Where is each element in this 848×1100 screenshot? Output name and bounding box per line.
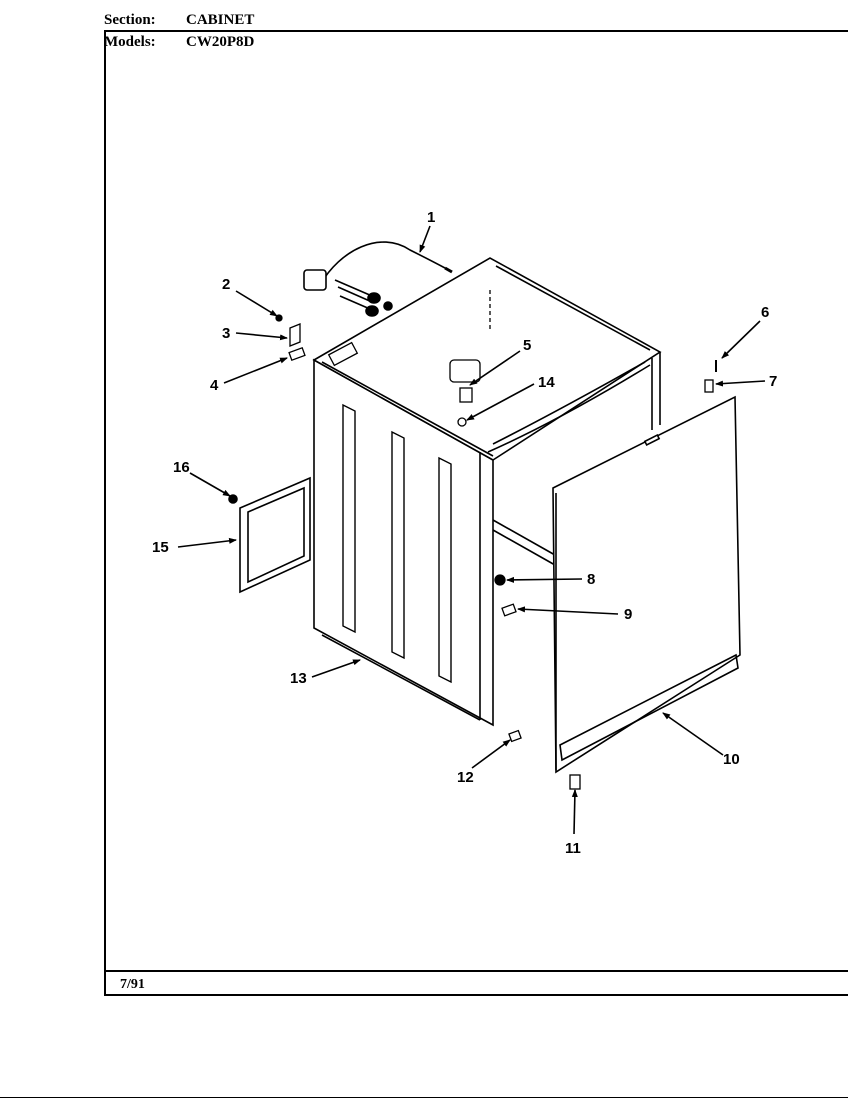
callout-leaders xyxy=(177,225,766,835)
diagram-frame xyxy=(104,30,848,996)
leader-1 xyxy=(419,225,431,253)
callout-8: 8 xyxy=(587,571,595,588)
footer-divider xyxy=(104,970,848,972)
callout-5: 5 xyxy=(523,337,531,354)
top-access-opening xyxy=(327,290,491,383)
power-cord xyxy=(303,241,453,291)
side-panel xyxy=(552,395,741,774)
leader-4 xyxy=(223,357,288,384)
callout-14: 14 xyxy=(538,374,555,391)
leader-13 xyxy=(311,659,361,678)
page-bottom-rule xyxy=(0,1097,848,1098)
leader-10 xyxy=(662,712,724,756)
callout-16: 16 xyxy=(173,459,190,476)
leader-12 xyxy=(471,739,511,769)
leader-7 xyxy=(715,380,766,387)
leader-9 xyxy=(517,606,619,615)
callout-9: 9 xyxy=(624,606,632,623)
callout-11: 11 xyxy=(565,840,581,857)
leader-2 xyxy=(235,290,278,317)
leader-14 xyxy=(466,383,535,421)
leader-6 xyxy=(721,320,761,359)
callout-7: 7 xyxy=(769,373,777,390)
callout-4: 4 xyxy=(210,377,219,394)
models-label: Models: xyxy=(104,34,156,50)
leader-5 xyxy=(469,350,521,386)
leader-11 xyxy=(571,789,578,835)
callout-15: 15 xyxy=(152,539,169,556)
callout-2: 2 xyxy=(222,276,230,293)
small-fasteners xyxy=(494,360,717,790)
callout-6: 6 xyxy=(761,304,769,321)
callout-1: 1 xyxy=(427,209,435,226)
bracket-hardware xyxy=(275,314,306,361)
section-value: CABINET xyxy=(186,12,255,28)
front-panel-slots xyxy=(342,403,452,684)
leader-16 xyxy=(189,472,231,497)
leader-15 xyxy=(177,537,237,548)
leader-3 xyxy=(235,332,288,341)
callout-labels: 1 2 3 4 5 6 7 8 9 10 11 12 13 14 15 16 xyxy=(152,209,777,857)
access-panel xyxy=(228,476,311,594)
callout-12: 12 xyxy=(457,769,474,786)
callout-10: 10 xyxy=(723,751,740,768)
section-label: Section: xyxy=(104,12,156,28)
cabinet-clips xyxy=(457,387,473,427)
callout-3: 3 xyxy=(222,325,230,342)
inlet-fittings xyxy=(334,279,393,317)
revision-date: 7/91 xyxy=(120,977,145,992)
callout-13: 13 xyxy=(290,670,307,687)
models-value: CW20P8D xyxy=(186,34,255,50)
leader-8 xyxy=(506,576,583,583)
